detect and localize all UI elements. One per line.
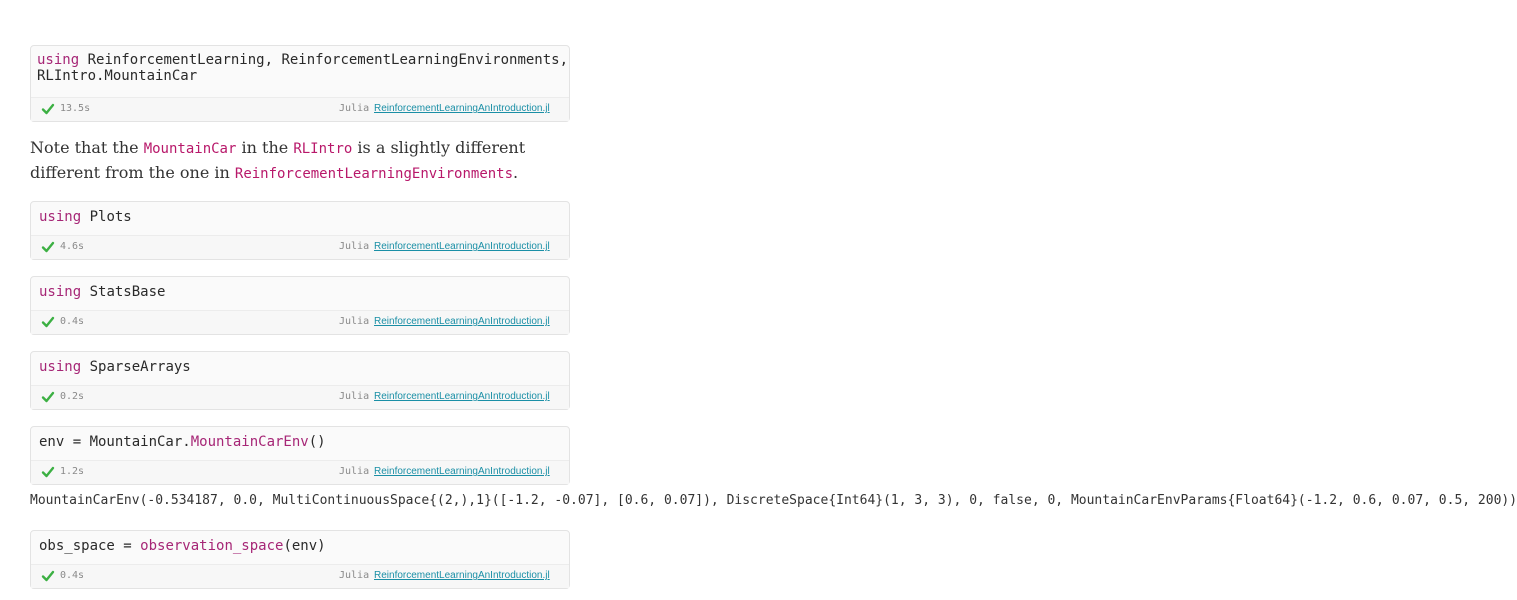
cell-runtime: 0.2s [60, 391, 85, 402]
notebook-link[interactable]: ReinforcementLearningAnIntroduction.jl [374, 316, 550, 327]
notebook-link[interactable]: ReinforcementLearningAnIntroduction.jl [374, 391, 550, 402]
cell-language: Julia [339, 466, 370, 477]
notebook-link[interactable]: ReinforcementLearningAnIntroduction.jl [374, 466, 550, 477]
cell-footer: 0.4s Julia ReinforcementLearningAnIntrod… [31, 564, 569, 588]
check-icon [41, 316, 55, 328]
check-icon [41, 466, 55, 478]
code-cell[interactable]: env = MountainCar.MountainCarEnv() 1.2s … [30, 426, 570, 485]
cell-runtime: 0.4s [60, 316, 85, 327]
cell-code[interactable]: obs_space = observation_space(env) [39, 538, 326, 554]
notebook-link[interactable]: ReinforcementLearningAnIntroduction.jl [374, 103, 550, 114]
code-cell[interactable]: using ReinforcementLearning, Reinforceme… [30, 45, 570, 122]
cell-runtime: 13.5s [60, 103, 91, 114]
inline-code: MountainCar [143, 141, 237, 157]
check-icon [41, 391, 55, 403]
check-icon [41, 103, 55, 115]
cell-language: Julia [339, 391, 370, 402]
cell-language: Julia [339, 316, 370, 327]
cell-footer: 1.2s Julia ReinforcementLearningAnIntrod… [31, 460, 569, 484]
cell-output: MountainCarEnv(-0.534187, 0.0, MultiCont… [30, 493, 1517, 508]
cell-footer: 0.4s Julia ReinforcementLearningAnIntrod… [31, 310, 569, 334]
notebook-link[interactable]: ReinforcementLearningAnIntroduction.jl [374, 241, 550, 252]
cell-language: Julia [339, 570, 370, 581]
cell-runtime: 1.2s [60, 466, 85, 477]
check-icon [41, 570, 55, 582]
code-cell[interactable]: obs_space = observation_space(env) 0.4s … [30, 530, 570, 589]
cell-runtime: 4.6s [60, 241, 85, 252]
cell-language: Julia [339, 103, 370, 114]
cell-code[interactable]: env = MountainCar.MountainCarEnv() [39, 434, 326, 450]
cell-code[interactable]: using SparseArrays [39, 359, 191, 375]
notebook-link[interactable]: ReinforcementLearningAnIntroduction.jl [374, 570, 550, 581]
markdown-paragraph: Note that the MountainCar in the RLIntro… [30, 138, 526, 182]
code-cell[interactable]: using SparseArrays 0.2s Julia Reinforcem… [30, 351, 570, 410]
check-icon [41, 241, 55, 253]
cell-runtime: 0.4s [60, 570, 85, 581]
cell-language: Julia [339, 241, 370, 252]
code-cell[interactable]: using StatsBase 0.4s Julia Reinforcement… [30, 276, 570, 335]
cell-code[interactable]: using ReinforcementLearning, Reinforceme… [37, 52, 569, 84]
code-cell[interactable]: using Plots 4.6s Julia ReinforcementLear… [30, 201, 570, 260]
cell-code[interactable]: using Plots [39, 209, 132, 225]
cell-code[interactable]: using StatsBase [39, 284, 166, 300]
cell-footer: 0.2s Julia ReinforcementLearningAnIntrod… [31, 385, 569, 409]
inline-code: RLIntro [293, 141, 353, 157]
cell-footer: 4.6s Julia ReinforcementLearningAnIntrod… [31, 235, 569, 259]
cell-footer: 13.5s Julia ReinforcementLearningAnIntro… [31, 97, 569, 121]
inline-code: ReinforcementLearningEnvironments [234, 166, 514, 182]
